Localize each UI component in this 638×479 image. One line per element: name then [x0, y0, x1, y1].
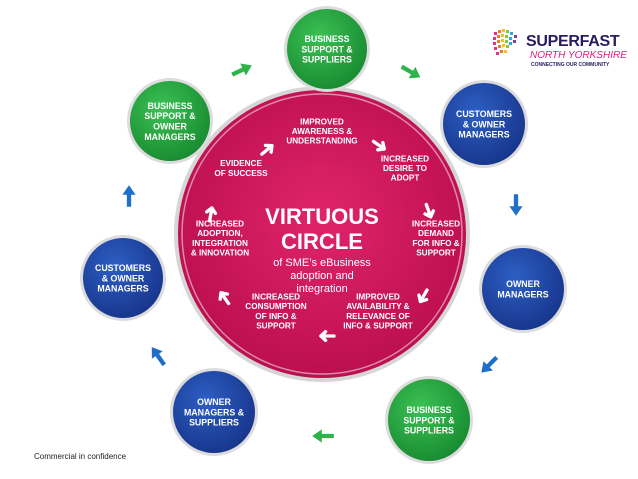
outer-node-circle [287, 9, 367, 89]
inner-step-line: INTEGRATION [192, 239, 248, 248]
centre-title-line2: CIRCLE [281, 229, 363, 254]
inner-step-line: CONSUMPTION [245, 302, 306, 311]
footer-note: Commercial in confidence [34, 452, 127, 461]
centre-subtitle-line2: adoption and [290, 270, 354, 282]
outer-node-label-line: SUPPORT & [144, 111, 196, 121]
outer-node-label-line: SUPPLIERS [404, 426, 454, 436]
centre-subtitle-line3: integration [296, 283, 347, 295]
outer-node-circle [388, 379, 470, 461]
outer-node-circle [482, 248, 564, 330]
inner-step-line: AWARENESS & [292, 127, 353, 136]
inner-step-line: INCREASED [412, 219, 460, 228]
outer-arrows [122, 63, 523, 443]
outer-node-label-line: SUPPORT & [403, 415, 455, 425]
outer-node-circle [130, 81, 210, 161]
outer-node-label-line: SUPPORT & [301, 44, 353, 54]
logo-tagline: CONNECTING OUR COMMUNITY [531, 62, 610, 68]
outer-flow-arrow-icon [231, 63, 252, 77]
outer-flow-arrow-icon [400, 64, 421, 79]
outer-flow-arrow-icon [122, 185, 136, 207]
inner-step-line: ADOPT [391, 174, 420, 183]
superfast-logo: SUPERFAST NORTH YORKSHIRE CONNECTING OUR… [490, 26, 627, 76]
inner-step-line: RELEVANCE OF [346, 312, 410, 321]
inner-flow-arrow-icon [260, 143, 274, 156]
inner-flow-arrow-icon [417, 288, 429, 304]
inner-step-line: SUPPORT [256, 322, 296, 331]
inner-step-line: IMPROVED [300, 117, 344, 126]
inner-step-line: OF SUCCESS [214, 169, 268, 178]
logo-rainbow-mark [493, 29, 517, 55]
centre-title-line1: VIRTUOUS [265, 204, 379, 229]
inner-flow-arrow-icon [423, 202, 435, 219]
outer-node-label-line: MANAGERS [97, 284, 148, 294]
inner-step-line: EVIDENCE [220, 159, 262, 168]
inner-step-line: INCREASED [252, 292, 300, 301]
outer-node-label-line: OWNER [506, 279, 540, 289]
inner-step-line: INCREASED [196, 219, 244, 228]
inner-step-line: INFO & SUPPORT [343, 322, 413, 331]
inner-step-line: AVAILABILITY & [346, 302, 409, 311]
outer-node-label-line: CUSTOMERS [456, 109, 512, 119]
outer-node-label-line: SUPPLIERS [189, 418, 239, 428]
inner-step-line: DESIRE TO [383, 164, 428, 173]
inner-step-line: & INNOVATION [191, 249, 249, 258]
outer-node-label-line: OWNER [197, 397, 231, 407]
outer-flow-arrow-icon [312, 429, 334, 443]
inner-step-line: INCREASED [381, 154, 429, 163]
outer-flow-arrow-icon [151, 347, 166, 367]
outer-node-circle [83, 238, 163, 318]
inner-flow-arrow-icon [371, 139, 386, 152]
outer-flow-arrow-icon [481, 355, 499, 373]
inner-flow-arrow-icon [319, 329, 336, 343]
outer-node-circle [173, 371, 255, 453]
outer-flow-arrow-icon [509, 194, 523, 216]
centre-circle-ring [181, 93, 463, 375]
inner-step-line: ADOPTION, [197, 229, 243, 238]
outer-node-label-line: BUSINESS [148, 101, 193, 111]
outer-node-label-line: BUSINESS [407, 405, 452, 415]
inner-step-line: DEMAND [418, 229, 454, 238]
outer-node-label-line: CUSTOMERS [95, 263, 151, 273]
logo-name-line1: SUPERFAST [526, 33, 620, 50]
inner-step-line: IMPROVED [356, 292, 400, 301]
outer-node-label-line: & OWNER [102, 273, 145, 283]
inner-arrows [205, 139, 435, 343]
logo-name-line2: NORTH YORKSHIRE [530, 50, 627, 61]
outer-node-label-line: & OWNER [463, 119, 506, 129]
centre-subtitle-line1: of SME’s eBusiness [273, 257, 371, 269]
outer-node-label-line: MANAGERS & [184, 407, 245, 417]
outer-node-circle [443, 83, 525, 165]
inner-step-line: UNDERSTANDING [286, 137, 357, 146]
inner-step-line: SUPPORT [416, 249, 456, 258]
outer-node-label-line: OWNER [153, 122, 187, 132]
inner-flow-arrow-icon [205, 206, 218, 223]
outer-node-label-line: MANAGERS [144, 132, 195, 142]
outer-node-label-line: MANAGERS [497, 289, 548, 299]
inner-step-line: OF INFO & [255, 312, 296, 321]
inner-step-line: FOR INFO & [412, 239, 459, 248]
outer-node-label-line: BUSINESS [305, 34, 350, 44]
outer-node-label-line: SUPPLIERS [302, 55, 352, 65]
outer-node-label-line: MANAGERS [458, 130, 509, 140]
inner-flow-arrow-icon [218, 291, 231, 306]
